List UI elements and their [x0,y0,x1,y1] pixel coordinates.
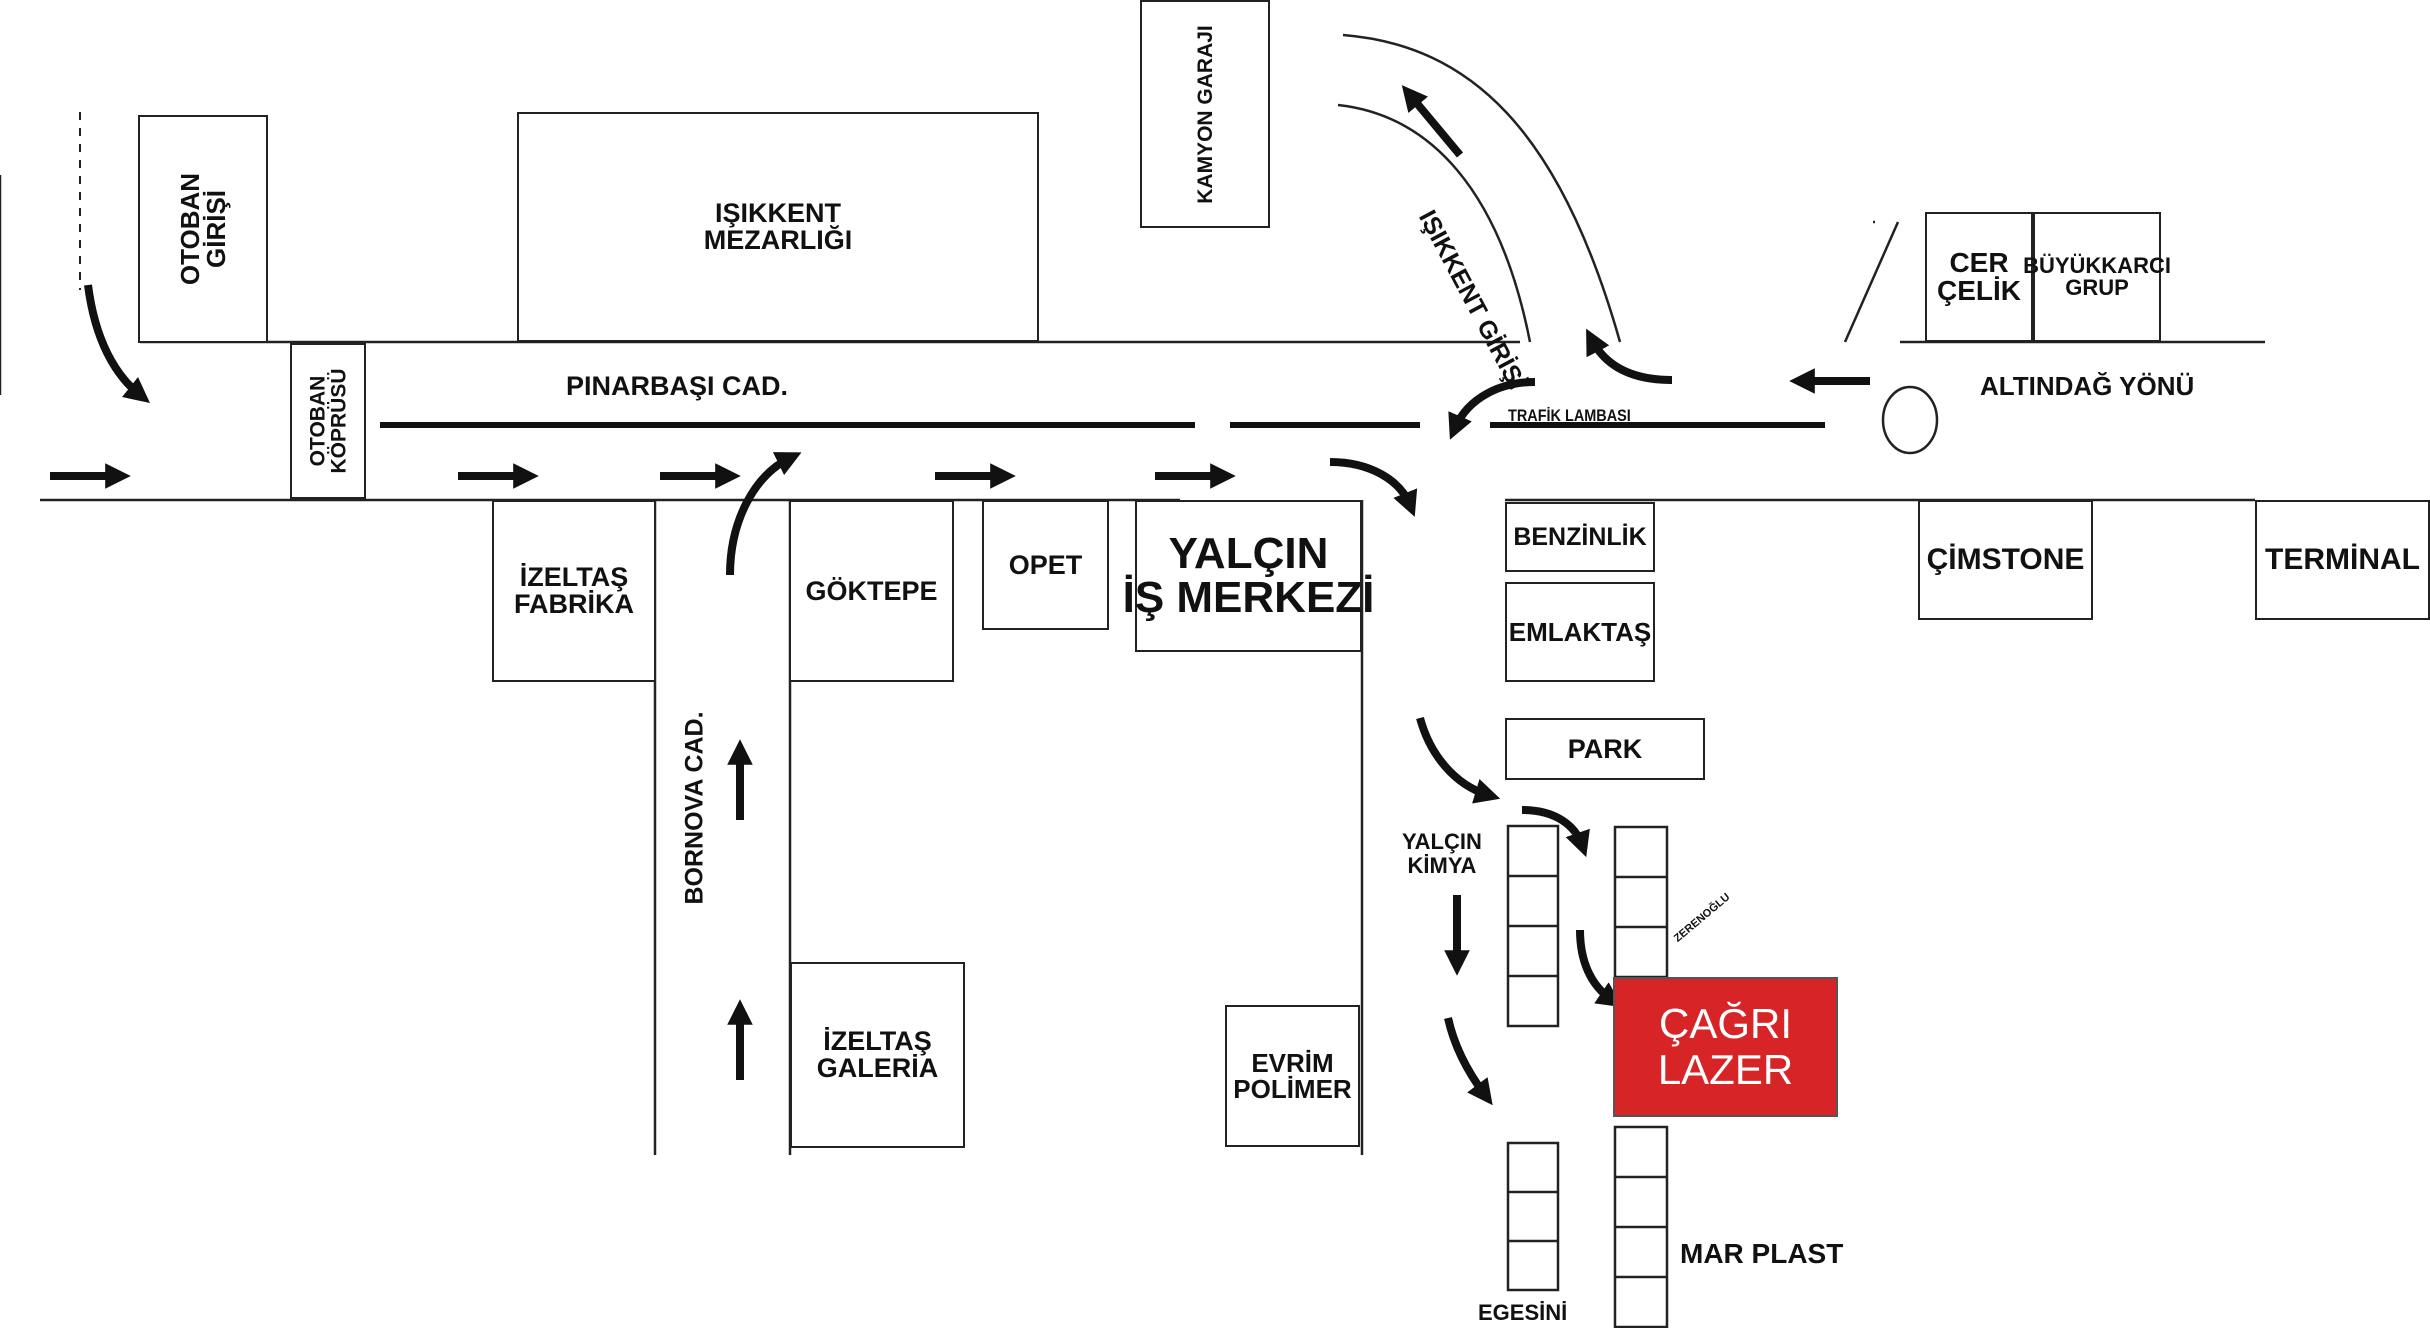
mar-plast-label: MAR PLAST [1680,1238,1844,1269]
curved-arrow-icon [1586,328,1673,384]
curved-arrow-icon [1448,378,1536,440]
curved-arrow-icon [1416,716,1501,804]
curved-arrow-icon [1329,458,1418,517]
parcels [1506,824,1669,1328]
goktepe-box: GÖKTEPE [789,500,954,682]
otoban-koprusu-box: OTOBAN KÖPRÜSÜ [290,343,366,499]
park-box: PARK [1505,718,1705,780]
cer-celik-box: CER ÇELİK [1925,212,2033,342]
otoban-girisi-label: OTOBAN GİRİŞİ [174,172,231,286]
terminal-box: TERMİNAL [2255,500,2430,620]
izeltas-fabrika-box: İZELTAŞ FABRİKA [492,500,656,682]
trafik-lambasi-label: TRAFİK LAMBASI [1508,406,1631,425]
curved-arrow-icon [1576,929,1623,1008]
izeltas-galeria-box: İZELTAŞ GALERİA [790,962,965,1148]
kamyon-garaji-label: KAMYON GARAJI [1193,24,1217,204]
buyukkarci-grup-box: BÜYÜKKARCI GRUP [2023,212,2171,342]
curved-arrow-icon [1521,806,1590,858]
opet-box: OPET [982,500,1109,630]
curved-arrow-icon [84,284,150,404]
pinarbasi-cad-label: PINARBAŞI CAD. [566,371,789,401]
isikkent-mezarligi-box: IŞIKKENT MEZARLIĞI [517,112,1039,342]
otoban-koprusu-label: OTOBAN KÖPRÜSÜ [306,368,351,474]
benzinlik-box: BENZİNLİK [1505,502,1655,572]
otoban-girisi-box: OTOBAN GİRİŞİ [138,115,268,343]
bornova-cad-label: BORNOVA CAD. [680,711,709,905]
yalcin-is-merkezi-box: YALÇIN İŞ MERKEZİ [1123,500,1374,652]
yalcin-kimya-label: YALÇIN KİMYA [1402,829,1482,879]
curved-arrow-icon [1444,1017,1493,1106]
cagri-lazer-box[interactable]: ÇAĞRI LAZER [1613,977,1838,1117]
egesini-label: EGESİNİ [1478,1300,1568,1325]
cimstone-box: ÇİMSTONE [1918,500,2093,620]
arrow-icon [1401,85,1464,158]
curved-arrows [84,284,1673,1106]
curved-arrow-icon [726,452,802,576]
altindag-yonu-label: ALTINDAĞ YÖNÜ [1980,371,2195,401]
direction-arrows [50,85,1870,1080]
kamyon-garaji-box: KAMYON GARAJI [1140,0,1270,228]
evrim-polimer-box: EVRİM POLİMER [1225,1005,1360,1147]
emlaktas-box: EMLAKTAŞ [1505,582,1655,682]
traffic-light-icon [1881,385,1939,455]
